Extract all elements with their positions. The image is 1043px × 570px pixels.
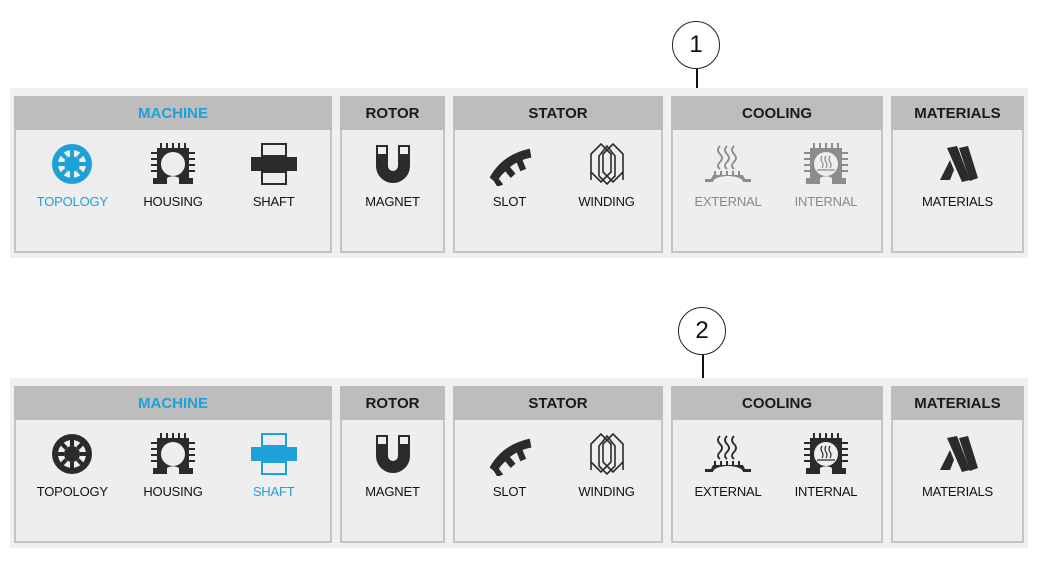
button-label: MAGNET [365,194,420,209]
ribbon-button-topology[interactable]: TOPOLOGY [27,130,117,209]
group-materials: MATERIALS MATERIALS [891,96,1024,253]
group-header: STATOR [453,96,663,130]
internal-cooling-icon [801,432,851,476]
ribbon-button-internal[interactable]: INTERNAL [781,420,871,499]
group-machine: MACHINE TOPOLOGY HOUSING SHAFT [14,96,332,253]
ribbon-button-external: EXTERNAL [683,130,773,209]
group-items: MATERIALS [893,420,1022,499]
group-cooling: COOLING EXTERNAL INTERNAL [671,96,883,253]
ribbon-button-magnet[interactable]: MAGNET [348,130,437,209]
slot-icon [485,142,535,186]
winding-icon [582,142,632,186]
button-label: WINDING [578,484,635,499]
ribbon-button-shaft[interactable]: SHAFT [229,420,319,499]
button-label: HOUSING [143,194,203,209]
group-header: STATOR [453,386,663,420]
button-label: TOPOLOGY [36,484,108,499]
callout-number: 2 [678,307,726,355]
group-header: MACHINE [14,96,332,130]
external-cooling-icon [703,432,753,476]
shaft-icon [249,142,299,186]
slot-icon [485,432,535,476]
callout-number: 1 [672,21,720,69]
button-label: SHAFT [252,194,295,209]
button-label: EXTERNAL [694,484,762,499]
button-label: EXTERNAL [694,194,762,209]
group-machine: MACHINE TOPOLOGY HOUSING SHAFT [14,386,332,543]
group-items: MAGNET [342,130,443,209]
ribbon-button-topology[interactable]: TOPOLOGY [27,420,117,499]
group-items: MATERIALS [893,130,1022,209]
button-label: MATERIALS [922,484,993,499]
housing-icon [148,432,198,476]
group-materials: MATERIALS MATERIALS [891,386,1024,543]
group-items: EXTERNAL INTERNAL [673,420,881,499]
group-header: MACHINE [14,386,332,420]
button-label: SHAFT [252,484,295,499]
group-items: EXTERNAL INTERNAL [673,130,881,209]
group-stator: STATOR SLOT WINDING [453,96,663,253]
ribbon-button-winding[interactable]: WINDING [562,420,652,499]
group-header: MATERIALS [891,96,1024,130]
ribbon-button-slot[interactable]: SLOT [465,130,555,209]
topology-icon [47,142,97,186]
group-items: SLOT WINDING [455,420,661,499]
group-rotor: ROTOR MAGNET [340,96,445,253]
topology-icon [47,432,97,476]
winding-icon [582,432,632,476]
magnet-icon [368,432,418,476]
housing-icon [148,142,198,186]
button-label: MATERIALS [922,194,993,209]
group-stator: STATOR SLOT WINDING [453,386,663,543]
materials-icon [933,142,983,186]
group-cooling: COOLING EXTERNAL INTERNAL [671,386,883,543]
button-label: INTERNAL [794,484,858,499]
button-label: HOUSING [143,484,203,499]
materials-icon [933,432,983,476]
button-label: WINDING [578,194,635,209]
button-label: INTERNAL [794,194,858,209]
group-items: TOPOLOGY HOUSING SHAFT [16,420,330,499]
shaft-icon [249,432,299,476]
group-header: MATERIALS [891,386,1024,420]
button-label: TOPOLOGY [36,194,108,209]
ribbon-button-slot[interactable]: SLOT [465,420,555,499]
external-cooling-icon [703,142,753,186]
button-label: SLOT [492,484,527,499]
group-items: TOPOLOGY HOUSING SHAFT [16,130,330,209]
ribbon-button-internal: INTERNAL [781,130,871,209]
magnet-icon [368,142,418,186]
group-items: SLOT WINDING [455,130,661,209]
button-label: MAGNET [365,484,420,499]
ribbon-button-winding[interactable]: WINDING [562,130,652,209]
group-header: ROTOR [340,96,445,130]
ribbon-button-materials[interactable]: MATERIALS [913,420,1003,499]
group-rotor: ROTOR MAGNET [340,386,445,543]
ribbon-button-housing[interactable]: HOUSING [128,130,218,209]
group-items: MAGNET [342,420,443,499]
ribbon-button-magnet[interactable]: MAGNET [348,420,437,499]
ribbon-button-external[interactable]: EXTERNAL [683,420,773,499]
group-header: COOLING [671,386,883,420]
ribbon-button-housing[interactable]: HOUSING [128,420,218,499]
group-header: COOLING [671,96,883,130]
ribbon-button-materials[interactable]: MATERIALS [913,130,1003,209]
internal-cooling-icon [801,142,851,186]
ribbon-button-shaft[interactable]: SHAFT [229,130,319,209]
group-header: ROTOR [340,386,445,420]
button-label: SLOT [492,194,527,209]
